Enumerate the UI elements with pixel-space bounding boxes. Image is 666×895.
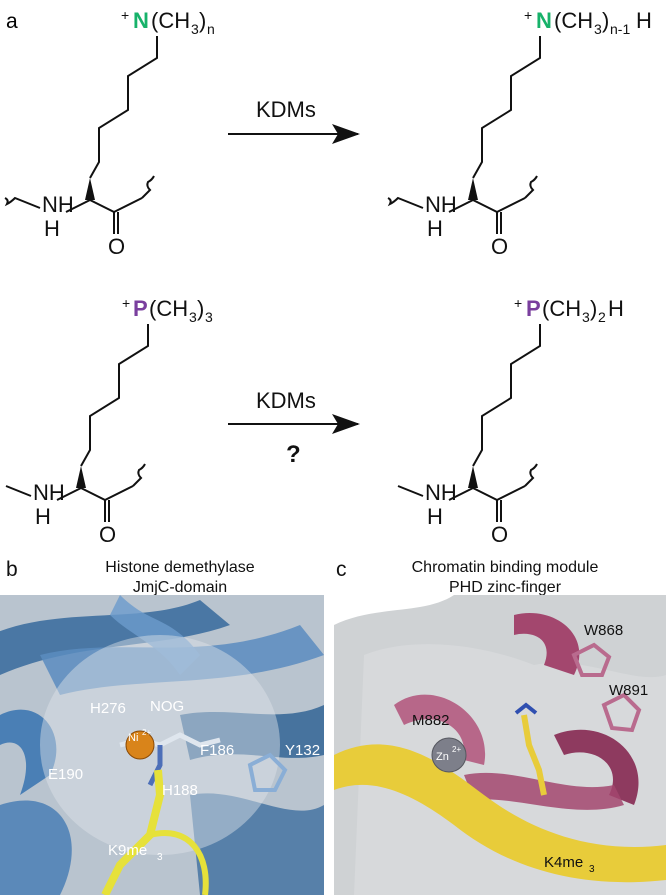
svg-text:): ) [197,296,204,321]
svg-text:+: + [524,7,532,23]
svg-text:n-1: n-1 [610,21,630,37]
svg-text:O: O [99,522,116,547]
svg-text:(CH: (CH [542,296,581,321]
panel-c-title-line2: PHD zinc-finger [448,579,562,596]
svg-text:): ) [590,296,597,321]
svg-text:H: H [427,216,443,241]
enzyme-label-kdms: KDMs [256,97,316,122]
svg-text:O: O [108,234,125,259]
svg-text:NH: NH [33,480,65,505]
svg-text:H: H [636,8,652,33]
svg-text:2+: 2+ [452,745,461,754]
reaction-scheme: a + N (CH 3 ) n NH H O KDMs + N (CH 3 ) … [4,7,652,547]
svg-text:3: 3 [189,309,197,325]
svg-text:2: 2 [598,309,606,325]
svg-text:2+: 2+ [142,728,151,737]
svg-text:): ) [199,8,206,33]
residue-label: K4me [544,854,583,871]
panel-c-label: c [336,558,347,581]
svg-text:H: H [35,504,51,529]
svg-text:3: 3 [191,21,199,37]
svg-text:(CH: (CH [151,8,190,33]
panel-c-title: Chromatin binding module PHD zinc-finger [370,558,640,598]
jmjc-structure-image: Ni 2+ H276 NOG F186 Y132 E190 H188 K9me … [0,595,324,895]
svg-text:O: O [491,234,508,259]
svg-text:3: 3 [594,21,602,37]
reactant-trimethyllysine: + N (CH 3 ) n NH H O [4,7,215,259]
residue-label: NOG [150,698,184,715]
residue-label: E190 [48,766,83,783]
residue-label: F186 [200,742,234,759]
residue-label: M882 [412,712,450,729]
svg-text:NH: NH [425,192,457,217]
svg-text:O: O [491,522,508,547]
svg-text:H: H [44,216,60,241]
phosphorus-atom: P [526,296,541,321]
panel-b-title: Histone demethylase JmjC-domain [60,558,300,598]
panel-a-label: a [6,10,18,33]
svg-text:H: H [427,504,443,529]
residue-label: K9me [108,842,147,859]
svg-text:Zn: Zn [436,751,449,763]
enzyme-label-kdms-2: KDMs [256,388,316,413]
product-demethylated-lysine: + N (CH 3 ) n-1 H NH H O [387,7,652,259]
phd-structure-image: Zn 2+ W868 W891 M882 K4me 3 [334,595,666,895]
svg-text:(CH: (CH [149,296,188,321]
nitrogen-atom: N [536,8,552,33]
svg-text:+: + [121,7,129,23]
svg-text:3: 3 [589,864,595,875]
phosphorus-atom: P [133,296,148,321]
svg-text:3: 3 [157,852,163,863]
svg-text:3: 3 [205,309,213,325]
svg-text:+: + [514,295,522,311]
svg-text:(CH: (CH [554,8,593,33]
svg-text:H: H [608,296,624,321]
residue-label: W868 [584,622,623,639]
panel-c-title-line1: Chromatin binding module [411,559,599,576]
svg-text:NH: NH [42,192,74,217]
panel-b-title-line2: JmjC-domain [132,579,228,596]
svg-text:NH: NH [425,480,457,505]
residue-label: W891 [609,682,648,699]
nitrogen-atom: N [133,8,149,33]
reactant-phosphonium-analog: + P (CH 3 ) 3 NH H O [5,295,213,547]
panel-b-label: b [6,558,18,581]
svg-text:): ) [602,8,609,33]
svg-text:+: + [122,295,130,311]
product-phosphonium-demethylated: + P (CH 3 ) 2 H NH H O [397,295,624,547]
svg-text:Ni: Ni [128,732,138,744]
svg-text:3: 3 [582,309,590,325]
residue-label: H276 [90,700,126,717]
question-mark: ? [286,441,301,468]
residue-label: Y132 [285,742,320,759]
svg-text:n: n [207,21,215,37]
panel-b-title-line1: Histone demethylase [105,559,255,576]
residue-label: H188 [162,782,198,799]
